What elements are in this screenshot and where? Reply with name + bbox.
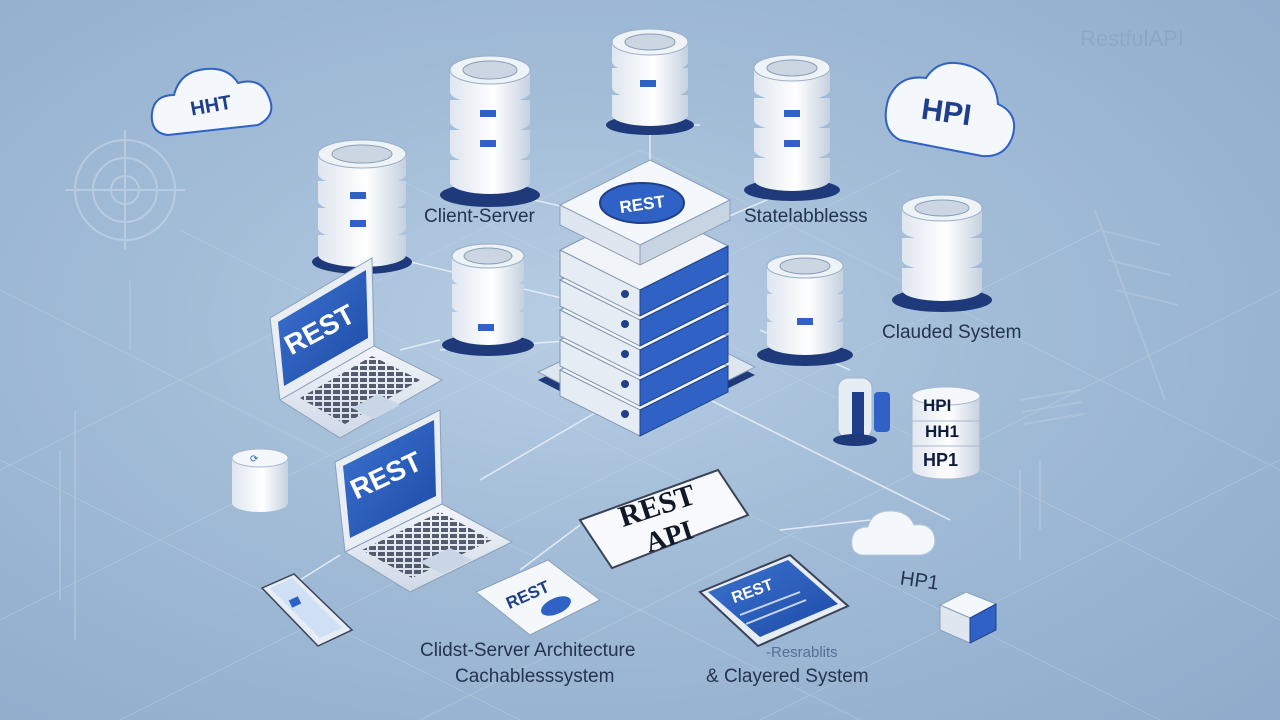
server-led-icon [621, 290, 629, 298]
db-stack-label-3: HP1 [923, 450, 959, 470]
server-led-icon [621, 350, 629, 358]
label-bottom-line2: Cachablesssystem [455, 666, 615, 687]
server-unit-front [639, 305, 729, 377]
server-tower-icon [558, 205, 730, 437]
server-unit-front [639, 335, 729, 407]
database-icon [440, 55, 540, 207]
label-bottom-right-top: -Resrablits [766, 644, 838, 661]
laptop-icon: REST [334, 409, 514, 593]
database-icon [744, 54, 840, 201]
cloud-right-label: HPI [919, 93, 973, 133]
database-icon [442, 243, 534, 356]
server-unit-front [639, 245, 729, 317]
rest-card: REST [475, 559, 601, 636]
cloud-icon: HHT [150, 67, 273, 137]
server-unit-front [639, 365, 729, 437]
device-cube-icon [938, 591, 998, 644]
database-icon [911, 386, 981, 480]
db-stack-label-1: HPI [923, 396, 952, 415]
target-icon [65, 130, 185, 250]
server-unit-front [639, 275, 729, 347]
database-icon: ⟳ [231, 448, 289, 512]
laptop-icon: REST [269, 257, 444, 439]
server-tower-top: REST [558, 159, 732, 266]
rest-api-sign: REST API [578, 468, 750, 570]
label-clauded-system: Clauded System [882, 322, 1022, 343]
database-icon [757, 253, 853, 366]
server-unit-icon [833, 377, 890, 446]
server-led-icon [621, 410, 629, 418]
tablet-icon: REST [698, 553, 850, 648]
cloud-icon [851, 510, 936, 556]
cloud-icon: HPI [884, 62, 1016, 158]
faint-top-right-label: RestfulAPI [1080, 26, 1184, 51]
label-bottom-right: & Clayered System [706, 666, 869, 687]
database-icon [892, 194, 992, 312]
label-client-server: Client-Server [424, 206, 535, 227]
server-led-icon [621, 380, 629, 388]
svg-text:⟳: ⟳ [250, 454, 259, 465]
label-bottom-line1: Clidst-Server Architecture [420, 640, 636, 661]
db-stack-label-2: HH1 [925, 422, 960, 441]
faint-sketch-lines [59, 209, 1179, 640]
label-statelessness: Statelabblesss [744, 206, 868, 227]
server-led-icon [621, 320, 629, 328]
phone-icon [260, 573, 354, 647]
database-icon [312, 139, 412, 274]
database-icon [606, 28, 694, 135]
